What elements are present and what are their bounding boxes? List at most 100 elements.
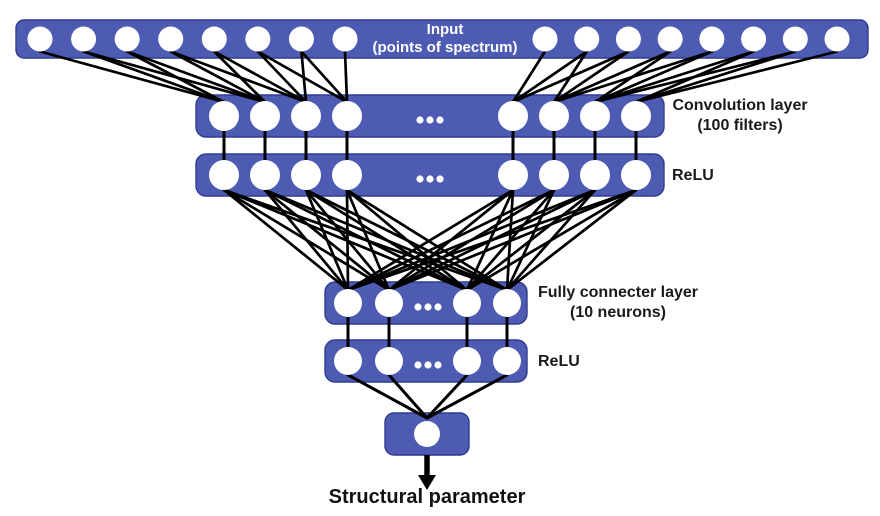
edge <box>425 373 509 420</box>
neuron-input <box>824 26 850 52</box>
neuron-input <box>332 26 358 52</box>
output-arrowhead-icon <box>418 475 436 490</box>
edge <box>169 50 308 104</box>
fc-layer-label-line1: Fully connecter layer <box>537 284 699 301</box>
neuron-fc <box>375 289 403 317</box>
edge <box>222 188 350 292</box>
conv-layer-label: Convolution layer (100 filters) <box>666 96 814 136</box>
neuron-output <box>414 421 440 447</box>
layer-box-fc <box>324 281 528 325</box>
neuron-input <box>574 26 600 52</box>
edge <box>346 373 429 420</box>
neuron-relu1 <box>539 160 569 190</box>
ellipsis-dot-conv <box>436 116 444 124</box>
neuron-relu1 <box>332 160 362 190</box>
ellipsis-dot-fc <box>414 303 422 311</box>
edge <box>263 188 350 292</box>
layer-box-relu2 <box>324 339 528 383</box>
edge <box>387 373 429 420</box>
neuron-conv <box>291 101 321 131</box>
fc-layer-label: Fully connecter layer (10 neurons) <box>528 283 708 323</box>
ellipsis-dot-relu2 <box>434 361 442 369</box>
neuron-relu2 <box>334 347 362 375</box>
edge <box>593 50 714 104</box>
edge <box>169 50 267 104</box>
edge <box>212 50 308 104</box>
neuron-conv <box>250 101 280 131</box>
neuron-relu1 <box>209 160 239 190</box>
edge <box>345 188 469 292</box>
edge <box>552 50 672 104</box>
relu2-label: ReLU <box>538 353 580 370</box>
edge <box>346 188 515 292</box>
neuron-relu1 <box>498 160 528 190</box>
edge <box>511 50 547 104</box>
ellipsis-dot-conv <box>416 116 424 124</box>
layer-box-input <box>15 19 869 59</box>
neuron-relu1 <box>580 160 610 190</box>
edge <box>346 188 638 292</box>
edge <box>505 188 638 292</box>
edge <box>346 188 556 292</box>
neuron-nodes <box>27 26 850 447</box>
neuron-relu1 <box>621 160 651 190</box>
neuron-relu2 <box>453 347 481 375</box>
ellipsis-dot-relu1 <box>426 175 434 183</box>
neuron-fc <box>334 289 362 317</box>
edge <box>343 50 349 104</box>
neuron-input <box>245 26 271 52</box>
neuron-input <box>657 26 683 52</box>
neuron-fc <box>453 289 481 317</box>
ellipsis-dot-relu2 <box>424 361 432 369</box>
conv-layer-label-line1: Convolution layer <box>672 97 808 114</box>
edge <box>465 188 638 292</box>
edge <box>256 50 349 104</box>
neuron-input <box>782 26 808 52</box>
ellipsis-dot-fc <box>434 303 442 311</box>
ellipsis-dot-fc <box>424 303 432 311</box>
neuron-input <box>71 26 97 52</box>
neuron-conv <box>621 101 651 131</box>
fc-layer-label-line2: (10 neurons) <box>569 304 666 321</box>
edge <box>634 50 755 104</box>
edge <box>634 50 797 104</box>
neuron-input <box>114 26 140 52</box>
neuron-conv <box>498 101 528 131</box>
edge <box>593 50 755 104</box>
edge <box>465 188 597 292</box>
neuron-input <box>699 26 725 52</box>
neuron-input <box>615 26 641 52</box>
edge <box>346 188 597 292</box>
edge <box>256 50 308 104</box>
neuron-input <box>288 26 314 52</box>
neuron-conv <box>209 101 239 131</box>
edge <box>300 50 349 104</box>
ellipsis-dot-relu1 <box>436 175 444 183</box>
neuron-relu2 <box>493 347 521 375</box>
neuron-input <box>532 26 558 52</box>
edge <box>125 50 267 104</box>
neuron-fc <box>493 289 521 317</box>
edge <box>552 50 589 104</box>
neuron-conv <box>580 101 610 131</box>
edge <box>82 50 267 104</box>
neuron-relu1 <box>291 160 321 190</box>
ellipsis-dots <box>414 116 444 369</box>
input-layer-label-line1: Input <box>426 21 464 38</box>
neuron-input <box>27 26 53 52</box>
edge <box>222 188 469 292</box>
conv-layer-label-line2: (100 filters) <box>697 117 783 134</box>
edge <box>304 188 350 292</box>
relu1-label: ReLU <box>672 167 714 184</box>
output-caption: Structural parameter <box>328 486 526 508</box>
neuron-conv <box>332 101 362 131</box>
neuron-relu2 <box>375 347 403 375</box>
connection-edges <box>38 50 839 420</box>
neuron-input <box>741 26 767 52</box>
ellipsis-dot-relu2 <box>414 361 422 369</box>
layer-boxes <box>15 19 869 456</box>
edge <box>511 50 589 104</box>
input-layer-label: Input (points of spectrum) <box>285 21 605 57</box>
